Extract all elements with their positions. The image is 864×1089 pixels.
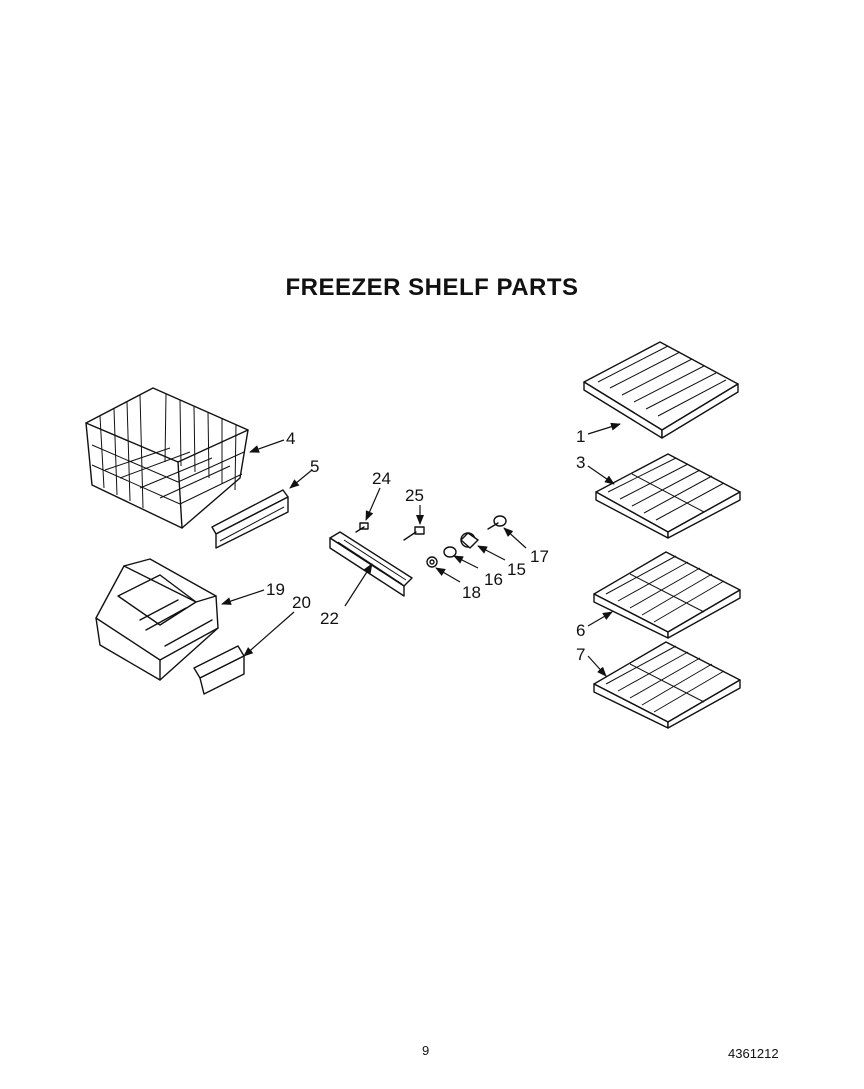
bushing-15-part [460,532,479,549]
storage-bin-part [95,558,219,681]
document-number: 4361212 [728,1046,779,1061]
callout-24: 24 [372,469,391,488]
basket-rail-part [211,489,289,549]
callout-7: 7 [576,645,585,664]
wire-shelf-6-part [593,551,741,639]
wire-shelf-3-part [595,453,741,539]
page-number: 9 [422,1043,430,1058]
callout-3: 3 [576,453,585,472]
top-shelf-part [583,341,739,439]
screw-24-part [355,522,369,533]
page-title: FREEZER SHELF PARTS [285,274,579,301]
wire-shelf-7-part [593,641,741,729]
callout-18: 18 [462,583,481,602]
callout-17: 17 [530,547,549,566]
washer-18-part [426,556,438,568]
callout-15: 15 [507,560,526,579]
wire-basket-part [85,387,249,529]
screw-25-part [403,526,425,541]
callout-16: 16 [484,570,503,589]
leader-lines [221,422,621,677]
callout-6: 6 [576,621,585,640]
bin-clip-part [193,645,245,695]
callout-5: 5 [310,457,319,476]
slide-rail-part [329,531,413,597]
callout-1: 1 [576,427,585,446]
spacer-16-part [443,546,457,558]
callout-4: 4 [286,429,295,448]
callout-19: 19 [266,580,285,599]
callout-20: 20 [292,593,311,612]
callout-25: 25 [405,486,424,505]
callout-22: 22 [320,609,339,628]
screw-17-part [487,515,507,530]
